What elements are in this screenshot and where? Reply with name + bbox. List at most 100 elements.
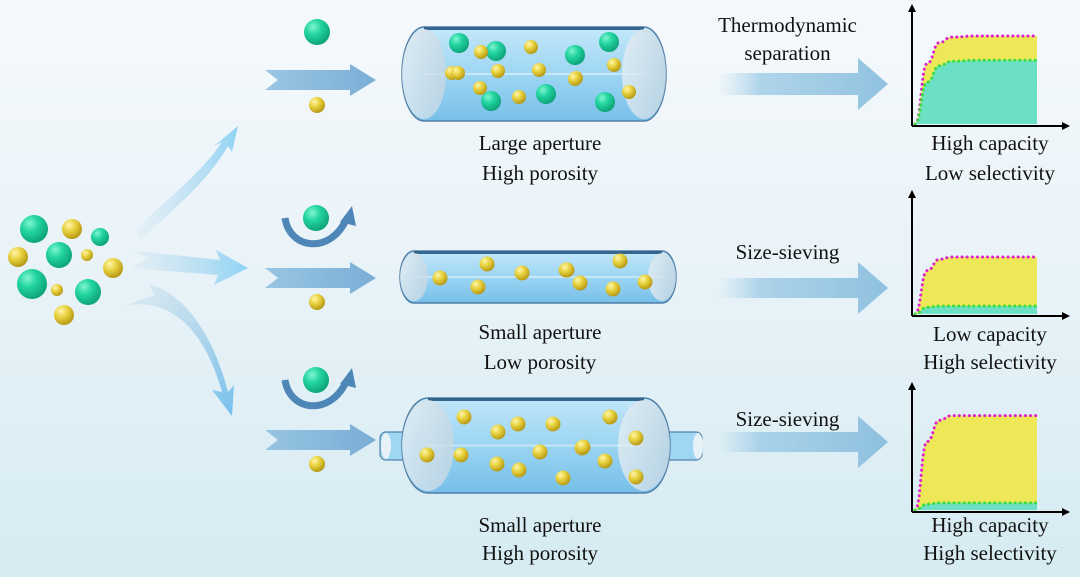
channel-row3: [379, 397, 703, 494]
small-molecule: [602, 409, 618, 425]
large-molecule: [481, 91, 501, 111]
chart-caption-line1: Low capacity: [933, 322, 1047, 346]
large-molecule: [536, 84, 556, 104]
chart-caption-line2: Low selectivity: [924, 161, 1056, 185]
entry-row3: [265, 367, 376, 472]
small-molecule: [432, 270, 448, 286]
port-opening-left: [381, 433, 391, 459]
small-molecule: [511, 462, 527, 478]
small-molecule: [545, 416, 561, 432]
small-molecule: [612, 253, 628, 269]
small-molecule: [309, 294, 325, 310]
y-axis-arrow-icon: [908, 190, 916, 198]
channel-row1: [401, 26, 667, 122]
mechanism-label-line1: Size-sieving: [735, 407, 840, 431]
chart-caption-row1: High capacity Low selectivity: [895, 129, 1080, 187]
entry-row1: [265, 19, 376, 113]
entry-arrow: [265, 424, 376, 456]
small-molecule: [62, 219, 82, 239]
channel-label-row1: Large aperture High porosity: [440, 129, 640, 187]
entry-arrow: [265, 64, 376, 96]
entry-arrow: [265, 262, 376, 294]
area-small-molecule: [915, 415, 1037, 510]
curve-small-molecule: [913, 255, 1039, 316]
entry-row2: [265, 205, 376, 310]
large-molecule: [20, 215, 48, 243]
large-molecule: [486, 41, 506, 61]
small-molecule: [473, 81, 487, 95]
channel-label-line1: Large aperture: [478, 131, 602, 155]
channel-opening-left: [402, 29, 446, 119]
small-molecule: [559, 262, 575, 278]
branch-arrow-up: [135, 126, 238, 240]
small-molecule: [622, 85, 636, 99]
large-molecule: [17, 269, 47, 299]
small-molecule: [628, 469, 644, 485]
large-molecule: [75, 279, 101, 305]
small-molecule: [605, 281, 621, 297]
mechanism-label-line2: separation: [744, 41, 831, 65]
branch-arrow-down: [124, 284, 234, 416]
channel-opening-right: [618, 400, 670, 491]
curve-large-molecule: [913, 304, 1039, 316]
small-molecule: [512, 90, 526, 104]
small-molecule: [470, 279, 486, 295]
rejection-arrowhead-icon: [340, 206, 356, 226]
channel-label-line2: High porosity: [481, 541, 599, 565]
area-large-molecule: [915, 306, 1037, 314]
large-molecule: [46, 242, 72, 268]
large-molecule: [599, 32, 619, 52]
x-axis-arrow-icon: [1062, 122, 1070, 130]
channel-label-line1: Small aperture: [478, 513, 602, 537]
branch-arrow-middle: [128, 250, 248, 285]
chart-caption-line1: High capacity: [931, 131, 1049, 155]
small-molecule: [81, 249, 93, 261]
mechanism-arrows: [718, 58, 888, 468]
small-molecule: [628, 430, 644, 446]
small-molecule: [54, 305, 74, 325]
branch-arrows: [124, 126, 248, 416]
small-molecule: [555, 470, 571, 486]
small-molecule: [572, 275, 588, 291]
channel-label-row3: Small aperture High porosity: [440, 511, 640, 567]
x-axis-arrow-icon: [1062, 508, 1070, 516]
small-molecule: [514, 265, 530, 281]
mechanism-label-line1: Size-sieving: [735, 240, 840, 264]
channel-row2: [399, 250, 677, 304]
mechanism-label-line1: Thermodynamic: [718, 13, 857, 37]
small-molecule: [575, 439, 591, 455]
large-molecule: [303, 205, 329, 231]
channel-opening-right: [622, 29, 666, 119]
large-molecule: [91, 228, 109, 246]
channel-label-row2: Small aperture Low porosity: [440, 318, 640, 376]
small-molecule: [597, 453, 613, 469]
small-molecule: [453, 447, 469, 463]
mechanism-label-row1: Thermodynamic separation: [700, 11, 875, 67]
mechanism-label-row2: Size-sieving: [700, 238, 875, 266]
small-molecule: [309, 456, 325, 472]
small-molecule: [489, 456, 505, 472]
rejection-arrowhead-icon: [340, 368, 356, 388]
curve-large-molecule: [913, 58, 1039, 126]
small-molecule: [479, 256, 495, 272]
small-molecule: [607, 58, 621, 72]
large-molecule: [449, 33, 469, 53]
channel-opening-left: [402, 400, 454, 491]
area-large-molecule: [915, 60, 1037, 124]
uptake-chart-1: [908, 4, 1070, 130]
channel-label-line2: Low porosity: [483, 350, 597, 374]
small-molecule: [637, 274, 653, 290]
y-axis-arrow-icon: [908, 382, 916, 390]
channel-opening-left: [400, 253, 428, 301]
feed-mixture: [8, 215, 123, 325]
small-molecule: [8, 247, 28, 267]
area-small-molecule: [915, 257, 1037, 314]
chart-caption-row2: Low capacity High selectivity: [895, 320, 1080, 376]
channel-opening-right: [648, 253, 676, 301]
small-molecule: [490, 424, 506, 440]
small-molecule: [456, 409, 472, 425]
area-large-molecule: [915, 502, 1037, 510]
small-molecule: [510, 416, 526, 432]
mechanism-arrow-row3: [718, 416, 888, 468]
